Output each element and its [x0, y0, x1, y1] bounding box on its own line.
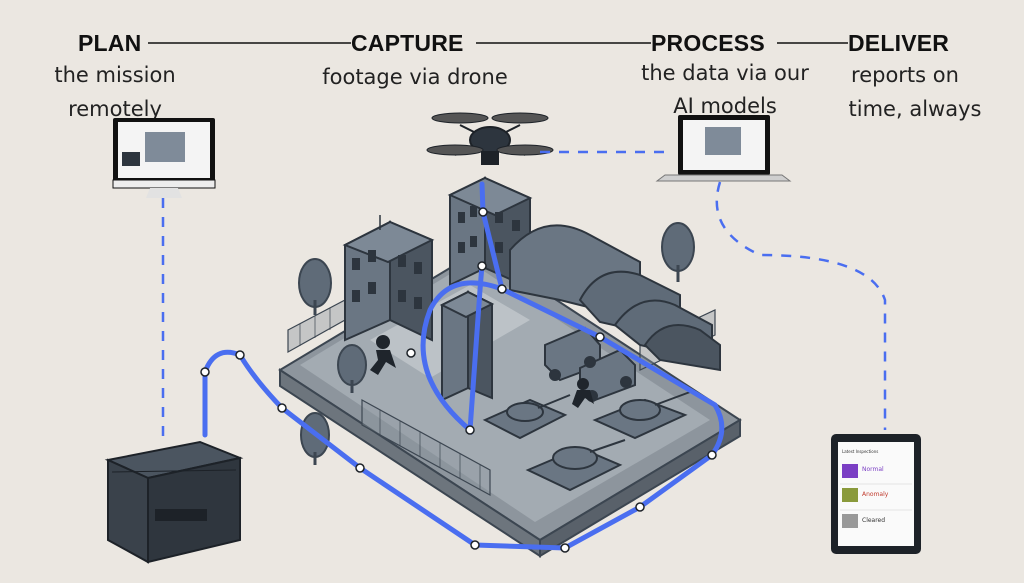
building-left: [342, 215, 435, 342]
step-title-capture: CAPTURE: [351, 30, 464, 56]
intruder-icon: [370, 335, 594, 408]
ground-station-icon: [104, 440, 244, 564]
step-desc-plan-line2: remotely: [68, 97, 162, 121]
step-desc-process-line2: AI models: [673, 94, 777, 118]
dashed-data-links: [161, 150, 887, 440]
tablet-icon: [831, 434, 921, 554]
watch-tower: [439, 290, 495, 402]
hangars: [509, 224, 721, 372]
tablet-status-cleared: Cleared: [862, 517, 886, 524]
step-title-process: PROCESS: [651, 30, 765, 56]
tank-icon: [482, 391, 691, 492]
truck-icon: [544, 326, 636, 402]
step-title-plan: PLAN: [78, 30, 142, 56]
step-title-deliver: DELIVER: [848, 30, 950, 56]
step-desc-capture: footage via drone: [322, 65, 508, 89]
waypoint-markers: [200, 207, 717, 553]
laptop-icon: [655, 115, 792, 182]
tablet-header: Latest Inspections: [842, 449, 879, 454]
step-desc-plan-line1: the mission: [54, 63, 176, 87]
step-desc-process-line1: the data via our: [641, 61, 809, 85]
drone-icon: [426, 112, 554, 165]
step-desc-deliver-line2: time, always: [848, 97, 982, 121]
tablet-status-normal: Normal: [862, 466, 884, 473]
tablet-status-anomaly: Anomaly: [862, 491, 889, 498]
step-desc-deliver-line1: reports on: [851, 63, 959, 87]
desktop-monitor-icon: [112, 118, 216, 198]
